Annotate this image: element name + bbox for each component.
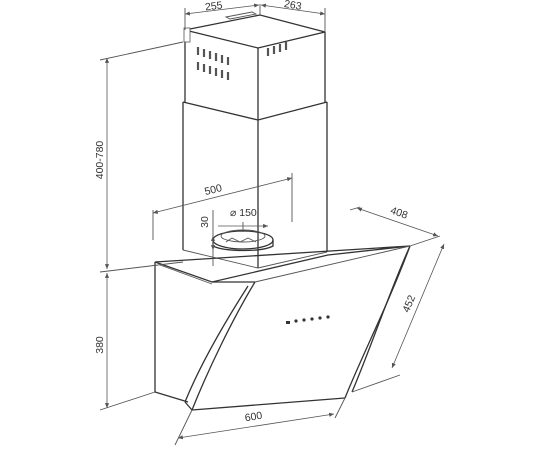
dim-outlet-offset: 30 [199,216,211,228]
dim-chimney-width: 255 [204,0,223,14]
hood-body [154,245,411,411]
dim-outlet-diameter: ⌀ 150 [230,207,257,219]
control-button-4[interactable] [318,316,322,320]
control-button-3[interactable] [310,317,314,321]
power-button[interactable] [286,321,290,324]
extension-lines [99,4,441,446]
dim-bracket-width: 500 [203,182,223,198]
lower-chimney [182,101,328,269]
dim-chimney-depth: 263 [283,0,302,13]
dimension-lines [104,3,445,440]
upper-chimney [183,11,326,120]
dimension-labels: 255 263 400-780 380 500 30 ⌀ 150 408 452… [94,0,418,424]
vent-slots [196,42,288,80]
control-button-5[interactable] [326,315,330,319]
dim-hood-width: 600 [244,410,263,425]
dim-hood-height: 380 [94,336,106,354]
control-button-1[interactable] [294,319,298,323]
air-outlet [212,229,274,252]
dim-hood-depth: 408 [389,205,410,222]
control-button-2[interactable] [302,318,306,322]
control-panel [286,315,330,324]
dim-chimney-height: 400-780 [94,141,106,180]
